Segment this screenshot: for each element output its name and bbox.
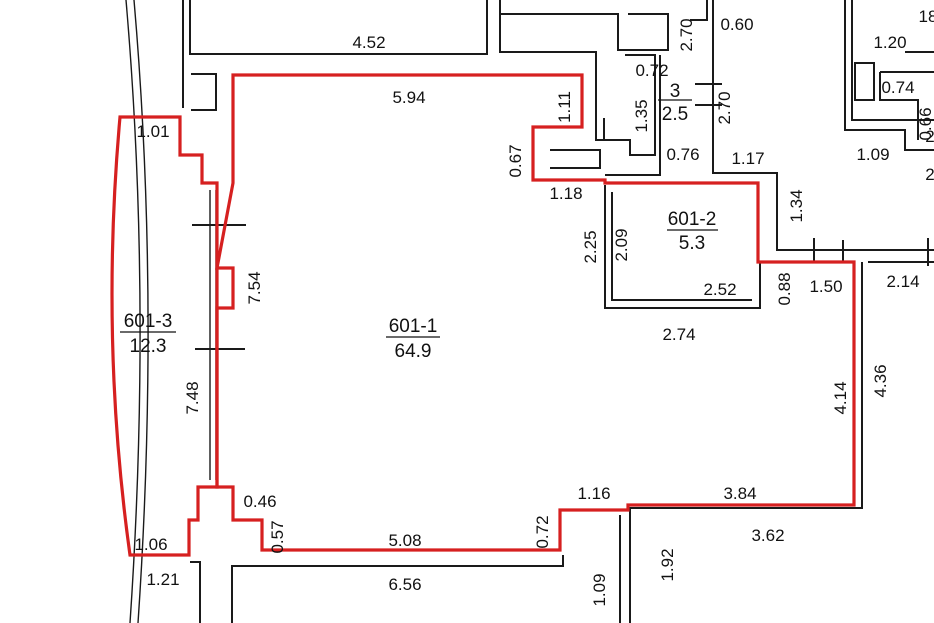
dim-label: 1.16 [577,484,610,503]
dim-label: 2.25 [581,230,600,263]
dim-label: 1.09 [590,573,609,606]
dim-label: 1.20 [873,33,906,52]
dim-label: 0.76 [666,145,699,164]
surrounding-walls [125,0,934,623]
dim-label: 1.92 [658,548,677,581]
dim-label: 2.70 [715,91,734,124]
room-601-1-area: 64.9 [395,341,432,362]
dim-label: 2.74 [662,325,695,344]
dim-label: 0.72 [635,61,668,80]
dim-label: 1.18 [549,184,582,203]
dim-label: 0.57 [268,520,287,553]
dim-label: 2.70 [677,18,696,51]
dim-label: 0.46 [243,492,276,511]
dim-label: 1.35 [632,99,651,132]
dim-label: 4.52 [352,33,385,52]
dim-label: 0.72 [533,515,552,548]
dimension-labels: 4.52 5.94 1.11 0.67 1.18 1.01 7.54 7.48 … [134,7,934,607]
room-3-area: 2.5 [662,104,688,125]
dim-label: 0.67 [506,144,525,177]
dim-label: 5.08 [388,531,421,550]
dim-label: 2 [925,165,934,184]
dim-label: 2.52 [703,280,736,299]
dim-label: 1.11 [555,91,574,123]
room-3-id: 3 [670,81,681,102]
dim-label: 2.14 [886,272,919,291]
dim-label: 5.94 [392,88,425,107]
room-601-3-id: 601-3 [124,311,173,332]
dim-label: 2.09 [612,228,631,261]
room-601-1-outline [215,73,856,552]
dim-label: 1.34 [787,189,806,222]
dim-label: 4.36 [871,364,890,397]
dim-label: 1.21 [146,570,179,589]
dim-label: 7.54 [245,271,264,304]
dim-label: 6.56 [388,575,421,594]
dim-label: 0.60 [720,15,753,34]
dim-label: 0.88 [775,272,794,305]
dim-label: 0.74 [881,78,914,97]
room-601-2-id: 601-2 [668,209,717,230]
room-601-3-area: 12.3 [130,336,167,357]
room-labels: 601-1 64.9 601-3 12.3 601-2 5.3 3 2.5 [120,81,718,362]
window-ticks [192,83,929,350]
dim-label: 1.09 [856,145,889,164]
dim-label: 1.17 [731,149,764,168]
dim-label: 2 [925,127,934,146]
dim-label: 4.14 [831,381,850,414]
unit-outline [110,73,856,557]
dim-label: 1.06 [134,535,167,554]
dim-label: 3.62 [751,526,784,545]
dim-label: 0.66 [916,107,934,140]
room-601-1-id: 601-1 [389,316,438,337]
dim-label: 1.01 [136,122,169,141]
room-601-2-area: 5.3 [679,233,705,254]
dim-label: 18 [919,7,934,26]
dim-label: 3.84 [723,484,756,503]
dim-label: 7.48 [183,381,202,414]
dim-label: 1.50 [809,277,842,296]
room-601-3-outline [110,115,219,557]
